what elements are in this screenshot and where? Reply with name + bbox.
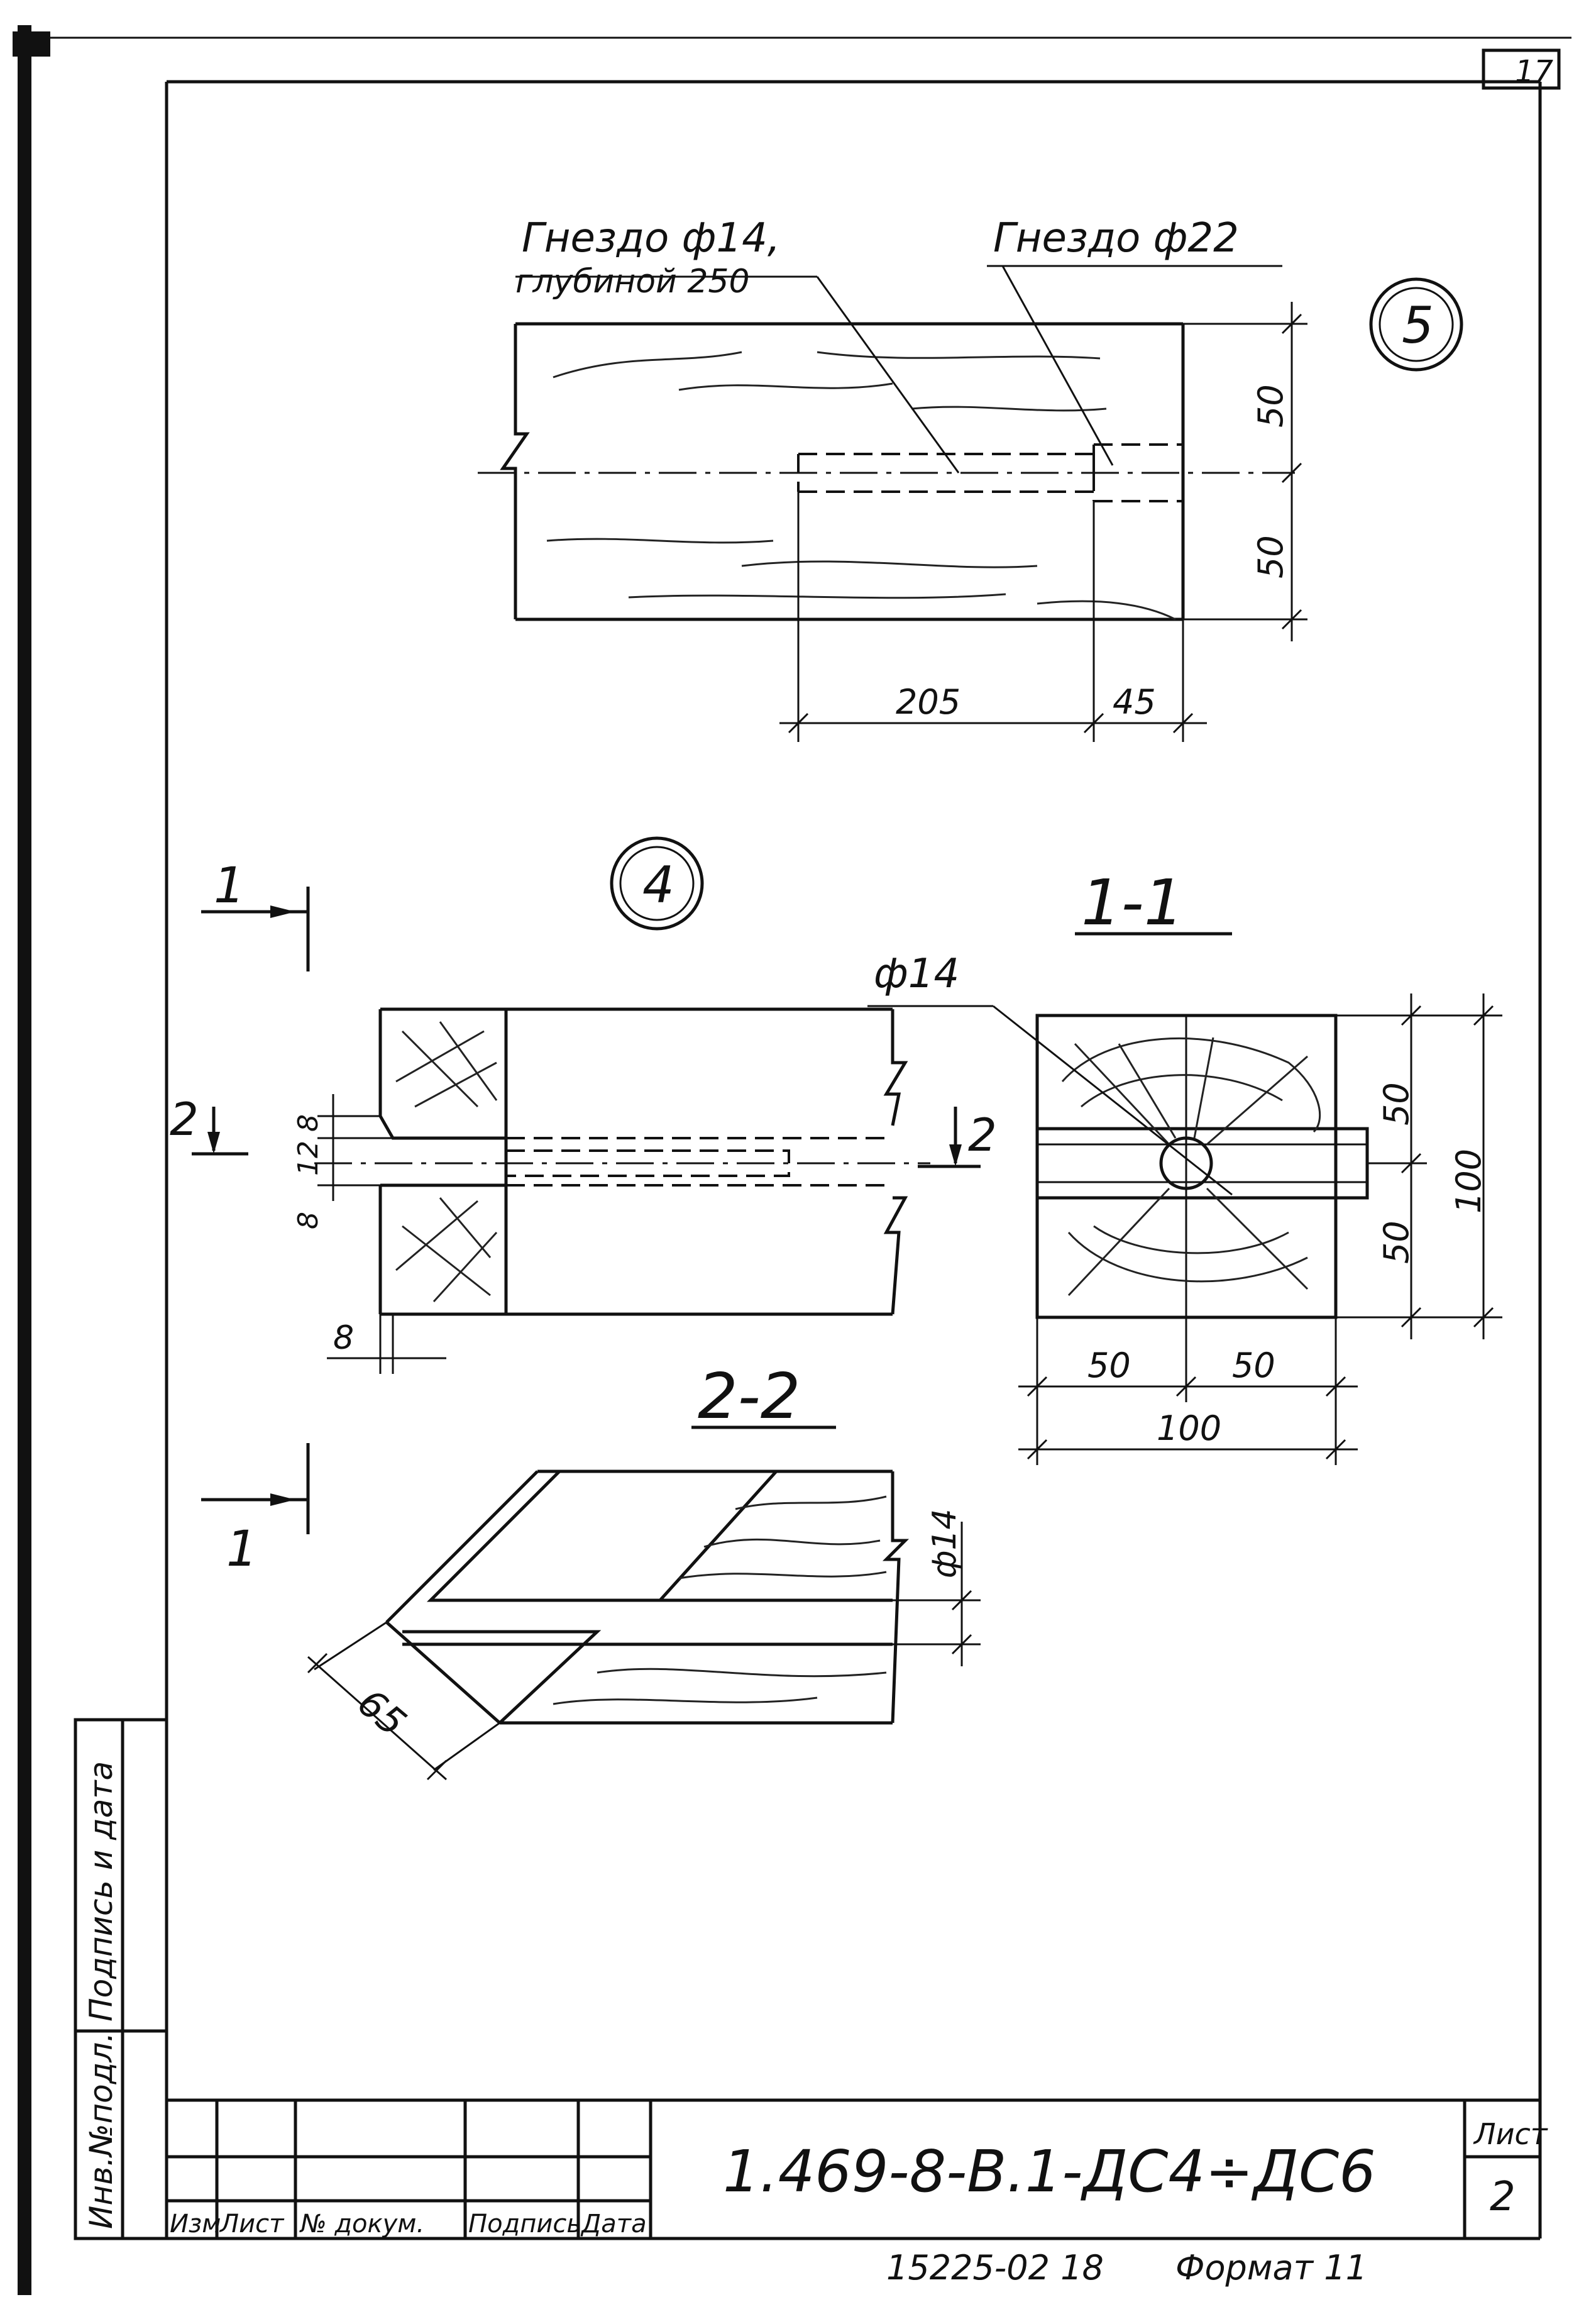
svg-text:Подпись: Подпись [468, 2210, 581, 2238]
svg-text:Изм: Изм [170, 2210, 221, 2238]
svg-text:65: 65 [349, 1681, 414, 1746]
binding-edge [18, 25, 31, 2295]
svg-text:8: 8 [292, 1114, 324, 1132]
cut-mark-2: 2 2 [170, 1093, 997, 1168]
svg-text:205: 205 [896, 682, 960, 722]
svg-text:2: 2 [170, 1093, 199, 1146]
title-block-columns: Изм Лист № докум. Подпись Дата [170, 2210, 647, 2238]
section-2-2-title: 2-2 [691, 1359, 836, 1433]
sheet-number: 2 [1490, 2174, 1516, 2220]
svg-text:2: 2 [968, 1109, 997, 1161]
svg-text:50: 50 [1087, 1346, 1131, 1385]
detail-4-view [314, 1007, 930, 1316]
svg-text:ф14: ф14 [874, 951, 959, 997]
svg-text:2-2: 2-2 [698, 1359, 800, 1433]
svg-text:8: 8 [333, 1319, 354, 1357]
svg-text:15225-02 18: 15225-02 18 [886, 2248, 1104, 2288]
svg-text:5: 5 [1402, 296, 1434, 355]
svg-text:1-1: 1-1 [1081, 866, 1184, 939]
detail-5-dimensions: 50 50 205 45 [779, 302, 1307, 742]
section-2-2-view [385, 1469, 910, 1725]
sheet-frame [38, 36, 1571, 2240]
svg-text:1: 1 [214, 858, 245, 914]
detail-5-view [478, 265, 1295, 621]
svg-text:Гнездо ф14,: Гнездо ф14, [522, 215, 780, 262]
svg-text:1: 1 [226, 1521, 258, 1578]
svg-text:4: 4 [642, 856, 674, 914]
svg-text:100: 100 [1449, 1149, 1489, 1214]
detail-4-dimensions: 8 12 8 8 [292, 1094, 446, 1374]
svg-text:Подпись и дата: Подпись и дата [83, 1761, 119, 2022]
section-1-1-view [867, 1005, 1369, 1319]
svg-text:12: 12 [292, 1141, 324, 1176]
svg-text:50: 50 [1232, 1346, 1275, 1385]
title-block [167, 2098, 1540, 2238]
cut-mark-1-top: 1 [201, 858, 310, 971]
svg-text:Дата: Дата [580, 2210, 647, 2238]
svg-text:Инв.№подл.: Инв.№подл. [83, 2032, 119, 2229]
svg-text:50: 50 [1377, 1082, 1416, 1126]
svg-text:100: 100 [1157, 1408, 1221, 1448]
svg-text:50: 50 [1251, 384, 1291, 428]
sheet-label: Лист [1473, 2117, 1548, 2151]
section-1-1-title: 1-1 [1075, 866, 1232, 939]
svg-text:45: 45 [1113, 682, 1156, 722]
svg-text:№ докум.: № докум. [299, 2210, 424, 2238]
svg-text:17: 17 [1515, 54, 1554, 89]
cut-mark-1-bottom: 1 [201, 1443, 310, 1578]
svg-text:8: 8 [292, 1212, 324, 1229]
svg-text:Формат 11: Формат 11 [1175, 2248, 1367, 2288]
svg-text:ф14: ф14 [926, 1508, 964, 1578]
detail-5-marker: 5 [1369, 277, 1463, 372]
document-designation: 1.469-8-В.1-ДС4÷ДС6 [723, 2138, 1376, 2205]
detail-4-marker: 4 [610, 836, 704, 931]
section-1-1-callout: ф14 [874, 951, 959, 997]
svg-text:50: 50 [1251, 535, 1291, 578]
detail-5-callouts: Гнездо ф14, глубиной 250 Гнездо ф22 [515, 215, 1239, 301]
svg-text:Гнездо ф22: Гнездо ф22 [993, 215, 1239, 262]
top-sheet-number: 17 [1482, 48, 1561, 90]
svg-text:Лист: Лист [219, 2210, 285, 2238]
side-stamp: Инв.№подл. Подпись и дата [74, 1718, 168, 2240]
svg-text:50: 50 [1377, 1220, 1416, 1264]
footer: 15225-02 18 Формат 11 [886, 2248, 1367, 2288]
svg-text:глубиной 250: глубиной 250 [515, 263, 750, 301]
section-1-1-dimensions: 50 50 100 50 50 100 [1018, 993, 1502, 1465]
